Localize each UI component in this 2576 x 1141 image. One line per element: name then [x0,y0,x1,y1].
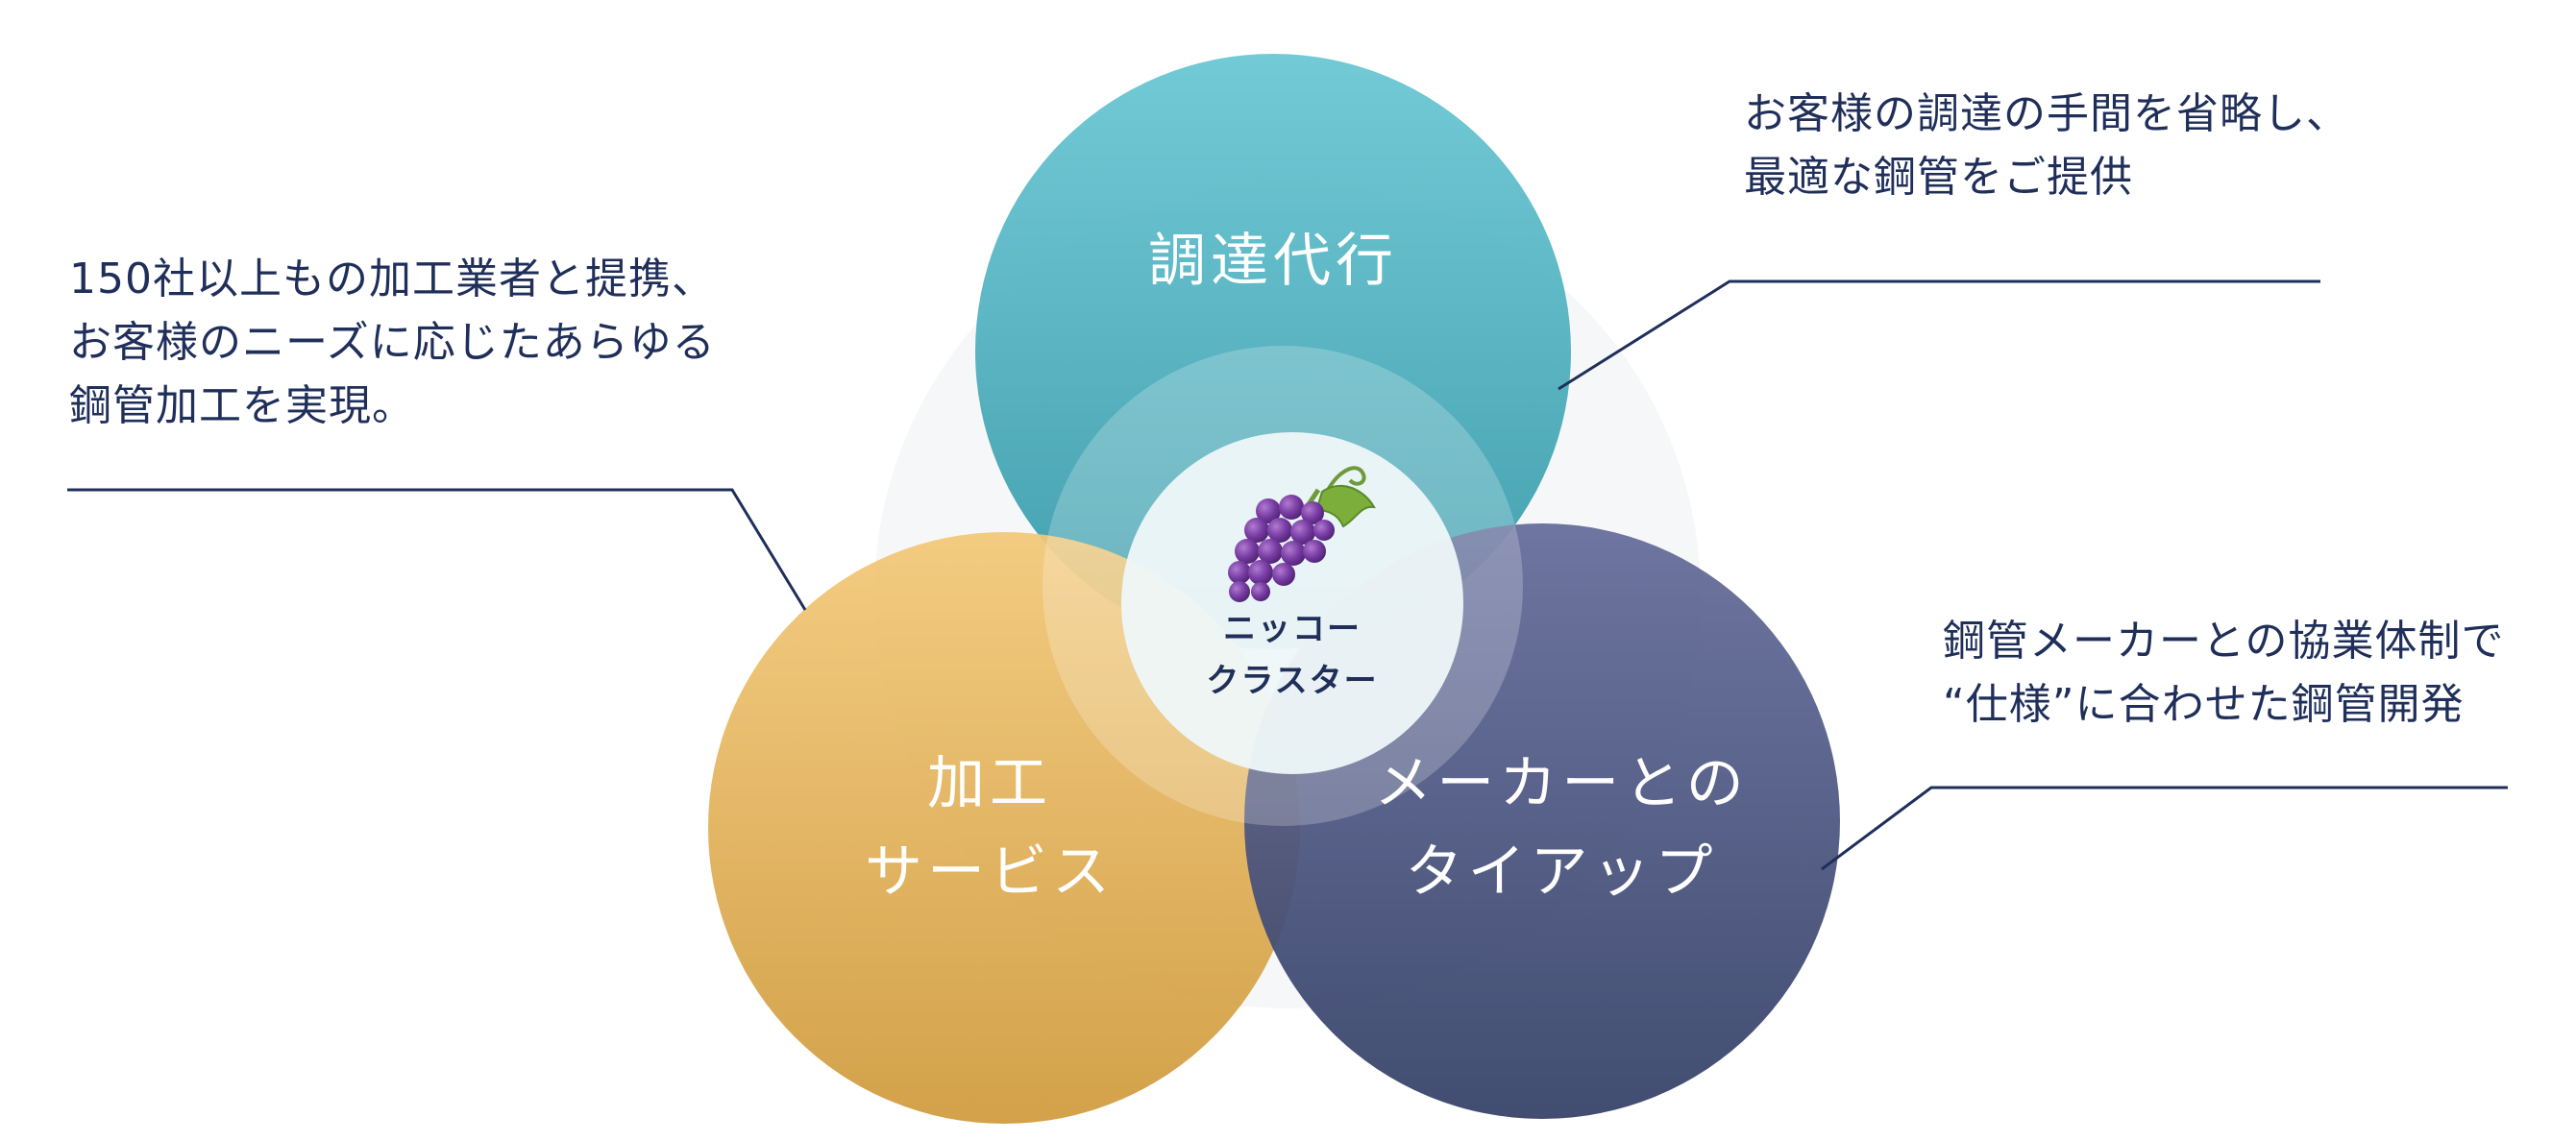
maker-circle-label: メーカーとの タイアップ [1374,740,1748,916]
center-label-line2: クラスター [1206,662,1379,700]
grape-cluster-icon [1228,466,1376,602]
maker-description-line2: “仕様”に合わせた鋼管開発 [1943,680,2465,729]
processing-description-line2: お客様のニーズに応じたあらゆる [69,318,716,367]
procurement-description-line1: お客様の調達の手間を省略し、 [1744,89,2349,138]
procurement-description: お客様の調達の手間を省略し、 最適な鋼管をご提供 [1744,83,2349,209]
maker-circle-line2: タイアップ [1405,838,1718,906]
processing-circle-line2: サービス [865,838,1115,906]
processing-description-line3: 鋼管加工を実現。 [69,381,415,430]
center-label: ニッコー クラスター [1206,603,1378,707]
procurement-circle-label: 調達代行 [1148,217,1398,305]
processing-circle-label: 加工 サービス [865,740,1115,916]
processing-description: 150社以上もの加工業者と提携、 お客様のニーズに応じたあらゆる 鋼管加工を実現… [69,248,716,438]
procurement-circle-title: 調達代行 [1148,228,1398,295]
maker-circle-line1: メーカーとの [1374,750,1749,817]
processing-description-line1: 150社以上もの加工業者と提携、 [69,255,715,303]
maker-leader-line [1821,786,2508,871]
processing-circle-line1: 加工 [927,750,1052,817]
procurement-description-line2: 最適な鋼管をご提供 [1744,153,2133,202]
procurement-leader-line [1558,279,2320,391]
maker-description-line1: 鋼管メーカーとの協業体制で [1943,617,2505,666]
center-label-line1: ニッコー [1222,610,1362,648]
center-circle [1121,432,1463,774]
maker-description: 鋼管メーカーとの協業体制で “仕様”に合わせた鋼管開発 [1943,610,2505,737]
processing-leader-line [67,488,807,611]
